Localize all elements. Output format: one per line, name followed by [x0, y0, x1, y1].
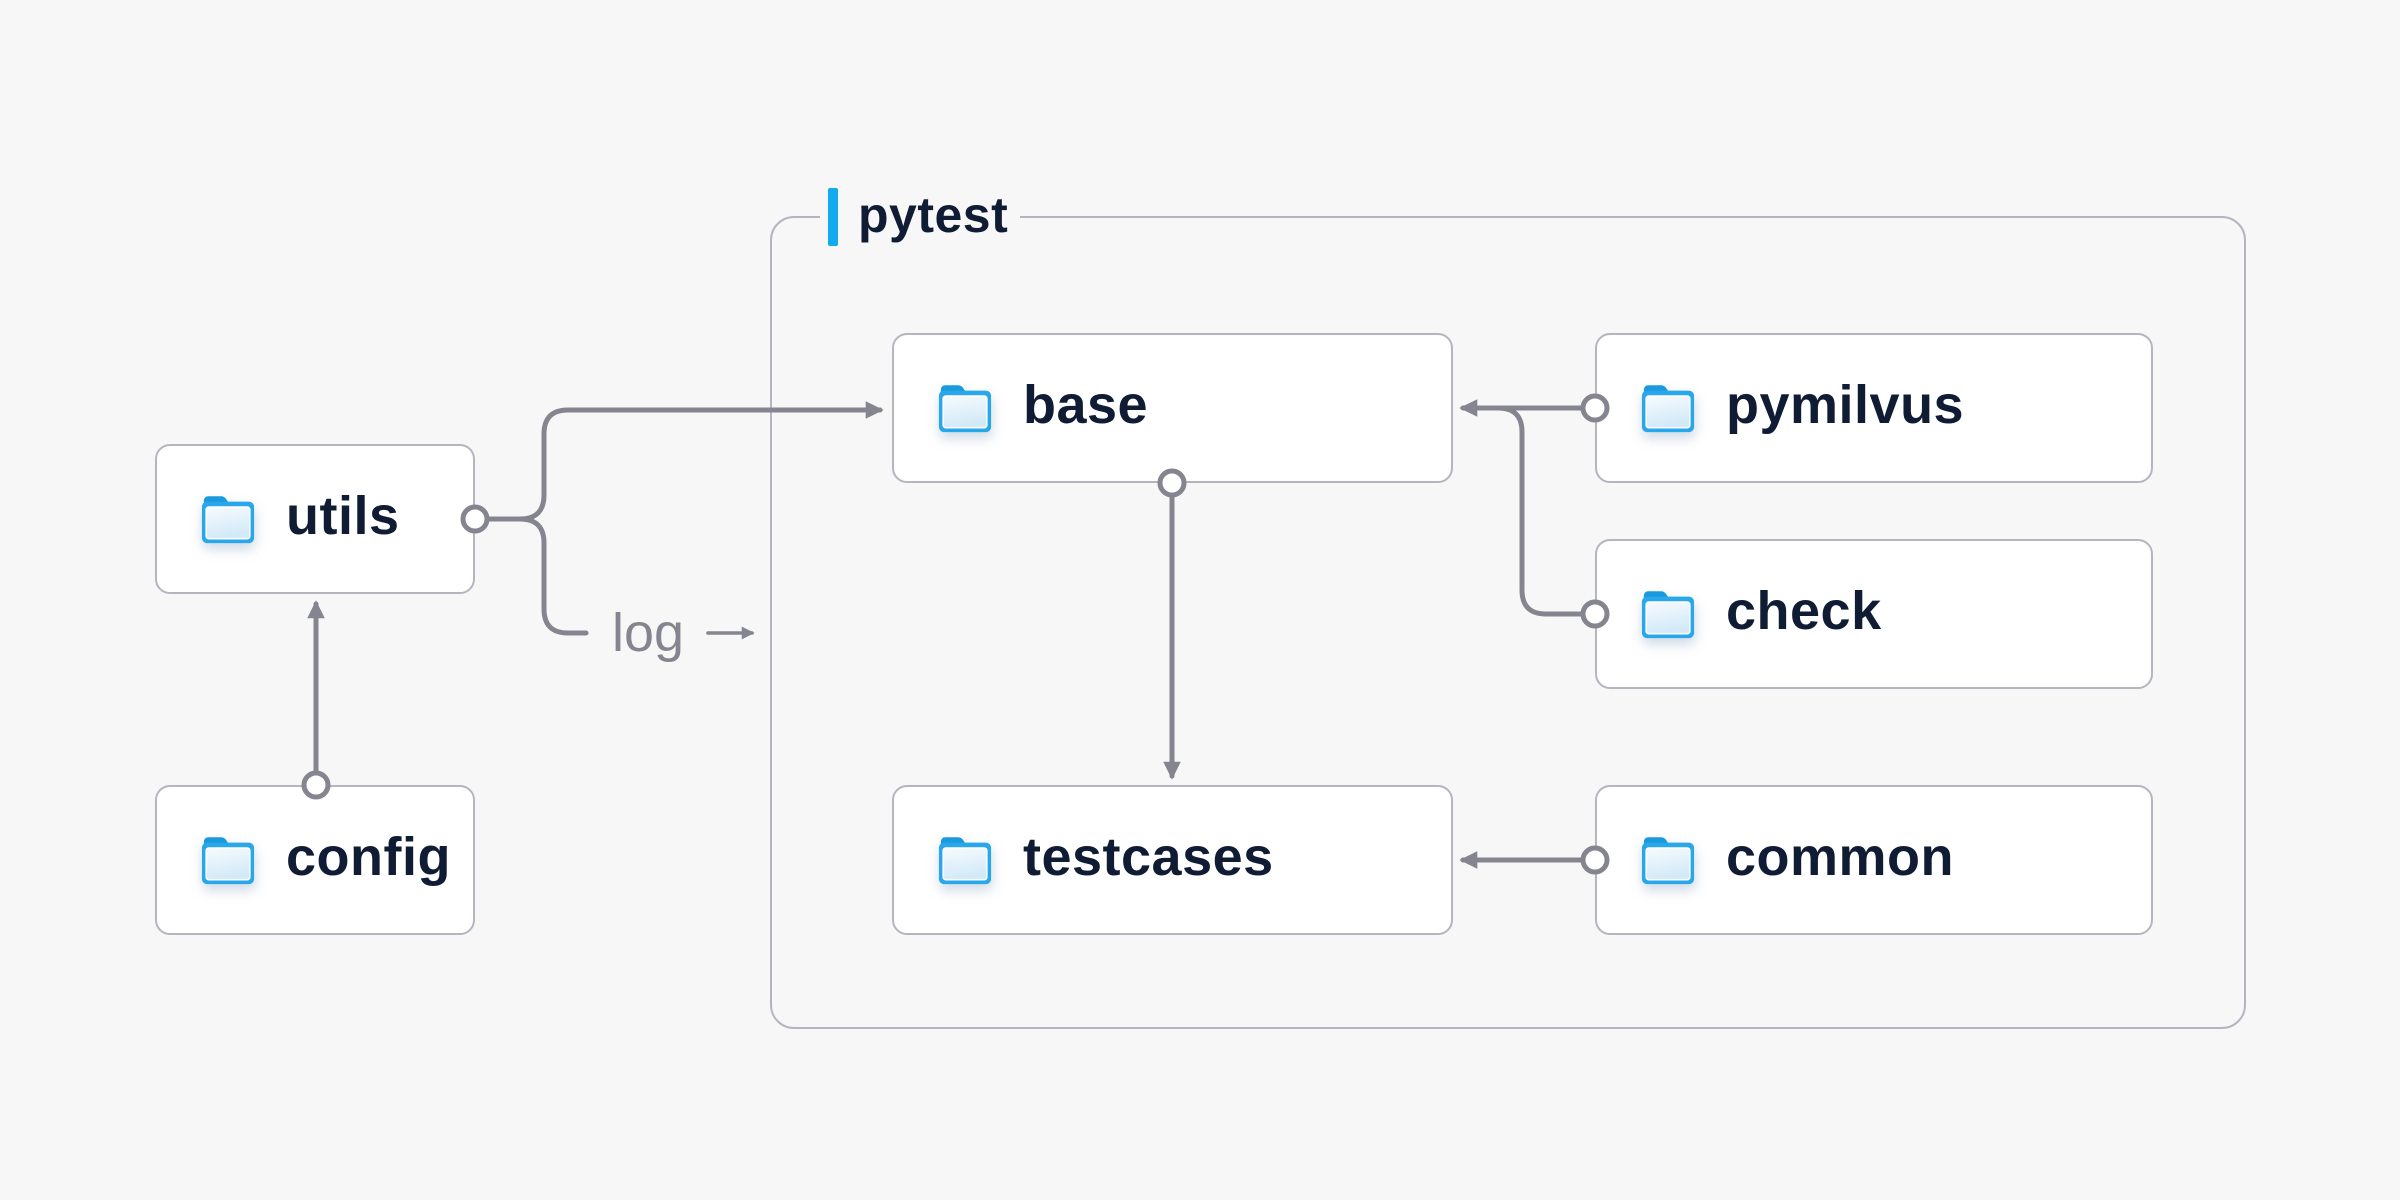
node-check: check [1595, 539, 2153, 689]
node-label: config [286, 827, 451, 887]
node-pymilvus: pymilvus [1595, 333, 2153, 483]
folder-icon [1637, 380, 1699, 436]
pytest-container [770, 216, 2246, 1029]
node-utils: utils [155, 444, 475, 594]
folder-icon [934, 832, 996, 888]
edge-utils-log [517, 516, 589, 636]
node-config: config [155, 785, 475, 935]
folder-icon [1637, 586, 1699, 642]
log-edge-label: log [611, 603, 685, 663]
pytest-container-label: pytest [820, 186, 1021, 248]
folder-icon [1637, 832, 1699, 888]
node-label: common [1726, 827, 1955, 887]
node-label: testcases [1023, 827, 1274, 887]
accent-bar [828, 188, 838, 246]
folder-icon [197, 491, 259, 547]
node-base: base [892, 333, 1453, 483]
node-label: check [1726, 581, 1882, 641]
node-label: utils [286, 486, 400, 546]
folder-icon [197, 832, 259, 888]
node-common: common [1595, 785, 2153, 935]
node-testcases: testcases [892, 785, 1453, 935]
pytest-label-text: pytest [858, 187, 1009, 243]
node-label: base [1023, 375, 1149, 435]
folder-icon [934, 380, 996, 436]
node-label: pymilvus [1726, 375, 1965, 435]
